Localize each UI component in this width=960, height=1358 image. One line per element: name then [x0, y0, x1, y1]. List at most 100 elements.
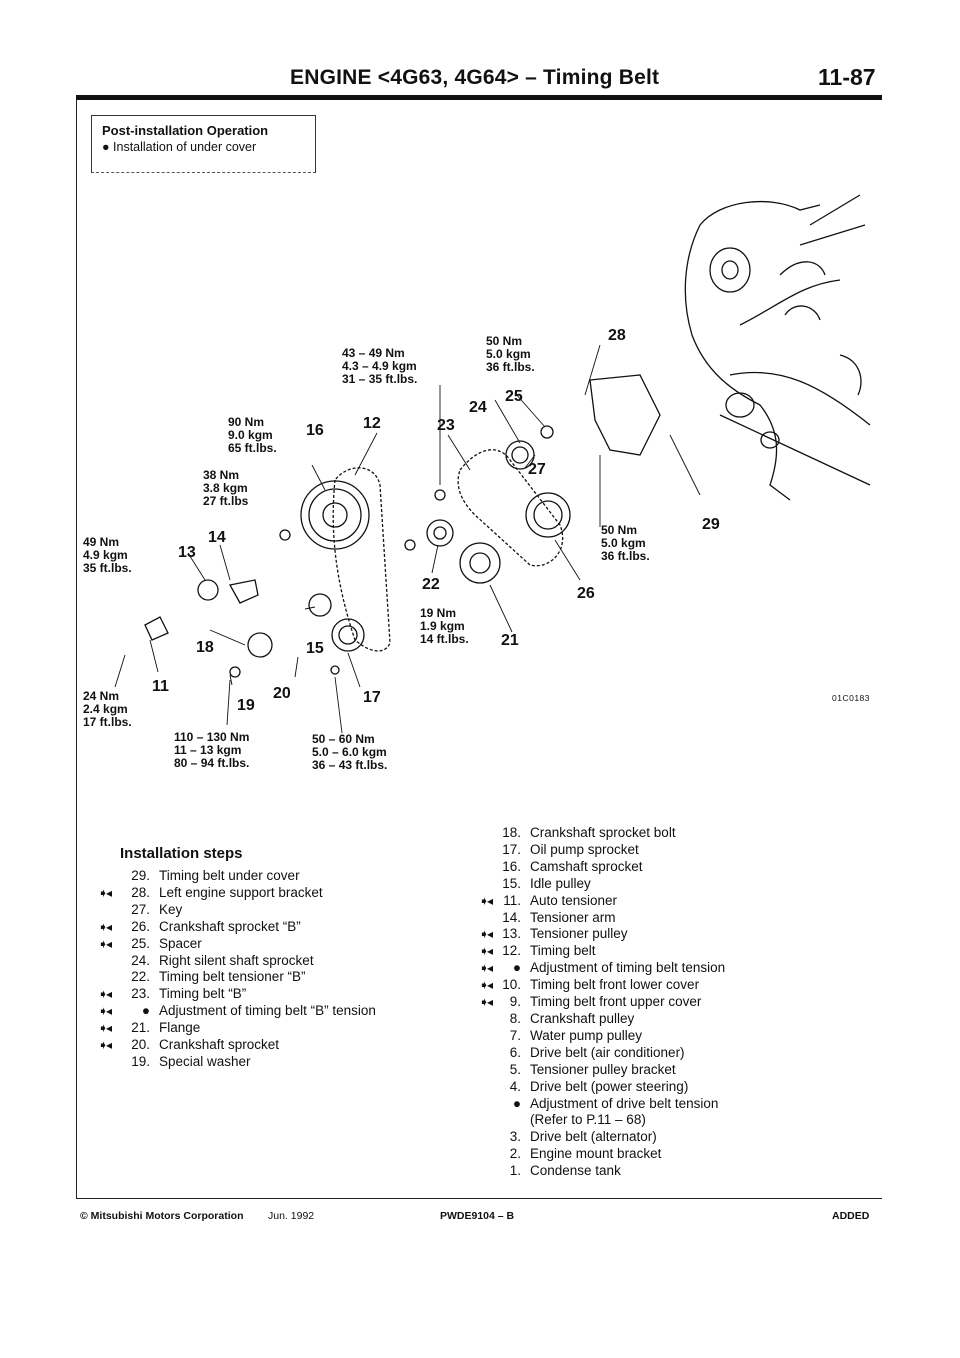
step-text: Left engine support bracket [159, 884, 323, 900]
svg-text:14 ft.lbs.: 14 ft.lbs. [420, 632, 469, 646]
svg-text:80 – 94 ft.lbs.: 80 – 94 ft.lbs. [174, 756, 249, 770]
header-rule [76, 95, 882, 100]
step-text: Timing belt front upper cover [530, 994, 702, 1010]
svg-text:31 – 35 ft.lbs.: 31 – 35 ft.lbs. [342, 372, 417, 386]
torque-49nm: 49 Nm 4.9 kgm 35 ft.lbs. [83, 535, 132, 575]
left-margin-rule [76, 100, 77, 1198]
svg-text:5.0 kgm: 5.0 kgm [486, 347, 531, 361]
installation-step: 22.Timing belt tensioner “B” [120, 969, 376, 986]
svg-text:1.9 kgm: 1.9 kgm [420, 619, 465, 633]
torque-90nm: 90 Nm 9.0 kgm 65 ft.lbs. [228, 415, 277, 455]
svg-text:50 – 60 Nm: 50 – 60 Nm [312, 732, 375, 746]
svg-text:5.0 – 6.0 kgm: 5.0 – 6.0 kgm [312, 745, 387, 759]
step-text: Timing belt [530, 943, 596, 959]
footer-copyright: © Mitsubishi Motors Corporation [80, 1210, 244, 1222]
installation-steps-title: Installation steps [120, 845, 243, 862]
installation-step: ➧◂21.Flange [98, 1020, 376, 1037]
svg-text:50 Nm: 50 Nm [486, 334, 522, 348]
installation-step: ➧◂12.Timing belt [479, 943, 725, 960]
part-label-28: 28 [608, 327, 626, 344]
installation-step: 3. Drive belt (alternator) [483, 1129, 725, 1146]
installation-step: ➧◂13.Tensioner pulley [479, 926, 725, 943]
installation-step: 6.Drive belt (air conditioner) [483, 1045, 725, 1062]
step-number: 22. [131, 969, 150, 985]
step-number: 28. [131, 884, 150, 900]
post-installation-box: Post-installation Operation ● Installati… [91, 115, 316, 173]
leader-lines [114, 344, 701, 734]
step-number: 1. [509, 1163, 521, 1179]
svg-text:17 ft.lbs.: 17 ft.lbs. [83, 715, 132, 729]
svg-text:36 – 43 ft.lbs.: 36 – 43 ft.lbs. [312, 758, 387, 772]
service-point-mark: ➧◂ [479, 961, 493, 976]
service-point-mark: ➧◂ [98, 1038, 112, 1053]
step-text: Flange [159, 1020, 201, 1036]
installation-step: 14.Tensioner arm [483, 910, 725, 927]
step-number: 3. [509, 1129, 521, 1145]
tensioner-pulley [197, 579, 219, 601]
installation-step: (Refer to P.11 – 68) [483, 1112, 725, 1129]
step-number: 18. [502, 825, 521, 840]
svg-text:4.9 kgm: 4.9 kgm [83, 548, 128, 562]
part-label-29: 29 [702, 516, 720, 533]
installation-step: ➧◂●Adjustment of timing belt tension [479, 960, 726, 977]
part-label-17: 17 [363, 689, 381, 706]
part-label-27: 27 [528, 461, 546, 478]
svg-text:36 ft.lbs.: 36 ft.lbs. [601, 549, 650, 563]
step-text: Timing belt under cover [159, 868, 300, 883]
step-text: Adjustment of drive belt tension [530, 1095, 719, 1111]
svg-text:5.0 kgm: 5.0 kgm [601, 536, 646, 550]
svg-text:49 Nm: 49 Nm [83, 535, 119, 549]
step-text: Drive belt (alternator) [530, 1129, 657, 1145]
part-label-19: 19 [237, 697, 255, 714]
step-number: 8. [509, 1010, 521, 1026]
part-label-23: 23 [437, 417, 455, 434]
svg-text:11 – 13 kgm: 11 – 13 kgm [174, 743, 241, 757]
part-label-15: 15 [306, 640, 324, 657]
step-text: Tensioner pulley bracket [530, 1061, 676, 1077]
step-number: 17. [502, 841, 521, 857]
installation-step: 1.Condense tank [483, 1163, 725, 1180]
installation-steps-left: Installation steps 29.Timing belt under … [98, 845, 376, 1071]
camshaft-sprocket [300, 480, 370, 550]
step-text: Timing belt “B” [159, 986, 247, 1002]
svg-text:36 ft.lbs.: 36 ft.lbs. [486, 360, 535, 374]
torque-110-130nm: 110 – 130 Nm 11 – 13 kgm 80 – 94 ft.lbs. [174, 730, 249, 770]
oil-pump-sprocket [331, 618, 365, 652]
tensioner-arm [228, 579, 259, 604]
installation-step: ●Adjustment of drive belt tension [483, 1096, 725, 1113]
svg-text:43 – 49 Nm: 43 – 49 Nm [342, 346, 405, 360]
torque-43-49nm: 43 – 49 Nm 4.3 – 4.9 kgm 31 – 35 ft.lbs. [342, 346, 417, 386]
part-label-21: 21 [501, 632, 519, 649]
service-point-mark: ➧◂ [98, 919, 112, 934]
step-number: 9. [509, 994, 521, 1010]
service-point-mark: ➧◂ [479, 995, 493, 1010]
svg-text:110 – 130 Nm: 110 – 130 Nm [174, 730, 249, 744]
timing-belt-left [144, 467, 391, 678]
part-label-12: 12 [363, 415, 381, 432]
step-text: Spacer [159, 935, 202, 951]
step-text: Right silent shaft sprocket [159, 952, 314, 968]
step-number: 12. [502, 943, 521, 959]
step-number: 16. [502, 858, 521, 874]
step-number: 23. [131, 986, 150, 1002]
installation-step: ➧◂11.Auto tensioner [479, 893, 725, 910]
installation-step: 29.Timing belt under cover [120, 868, 376, 885]
service-point-mark: ➧◂ [479, 893, 493, 908]
torque-50nm-lower: 50 Nm 5.0 kgm 36 ft.lbs. [601, 523, 650, 563]
svg-text:27 ft.lbs: 27 ft.lbs [203, 494, 249, 508]
step-number: 26. [131, 918, 150, 934]
step-text: Engine mount bracket [530, 1146, 662, 1162]
part-label-13: 13 [178, 544, 196, 561]
crankshaft-sprocket [247, 632, 273, 658]
step-number: 25. [131, 935, 150, 951]
svg-text:4.3 – 4.9 kgm: 4.3 – 4.9 kgm [342, 359, 417, 373]
step-text: Adjustment of timing belt tension [530, 960, 726, 976]
installation-step: ➧◂25.Spacer [98, 935, 376, 953]
service-point-mark: ➧◂ [98, 1004, 112, 1019]
torque-19nm: 19 Nm 1.9 kgm 14 ft.lbs. [420, 606, 469, 646]
installation-step: 18.Crankshaft sprocket bolt [483, 825, 725, 842]
step-number: 20. [131, 1037, 150, 1053]
step-number: 21. [131, 1020, 150, 1036]
